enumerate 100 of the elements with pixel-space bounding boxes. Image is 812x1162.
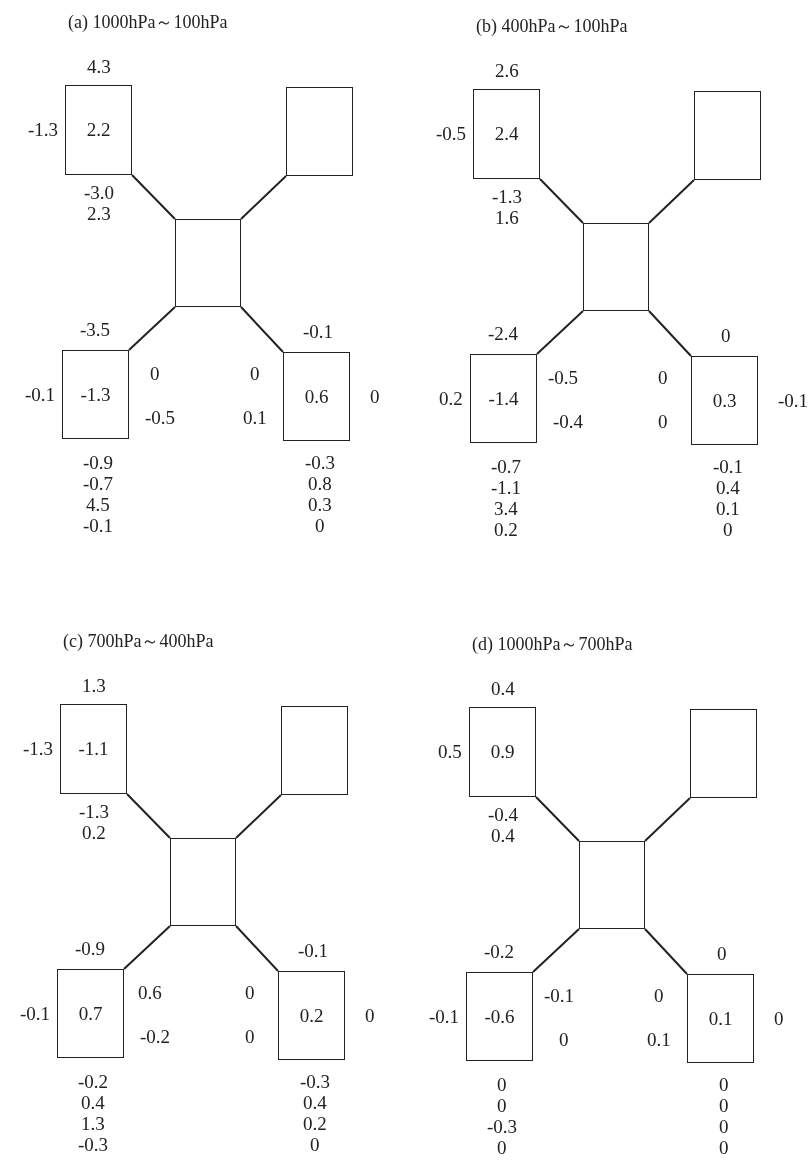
value-label: 0 [245,1027,255,1047]
value-label: -0.1 [713,457,744,477]
value-label: 2.6 [495,61,519,81]
connector-line [644,797,691,842]
value-label: 0 [250,364,260,384]
value-label: 2.3 [87,204,111,224]
connector-line [128,306,176,351]
empty-box [286,87,353,176]
empty-box [175,219,241,307]
value-label: -0.2 [484,942,515,962]
connector-line [648,310,692,357]
value-label: 0 [497,1138,507,1158]
value-label: -0.1 [544,986,575,1006]
box-value: 0.3 [712,389,737,412]
connector-line [539,178,584,224]
value-label: -0.5 [436,124,467,144]
value-label: -0.1 [83,516,114,536]
value-box [60,704,127,794]
value-box [278,971,345,1060]
value-label: -0.7 [491,457,522,477]
value-label: -0.1 [303,322,334,342]
value-box [687,974,754,1063]
value-label: -1.3 [28,120,59,140]
value-label: -0.1 [25,385,56,405]
value-label: 0 [719,1138,729,1158]
value-box [283,352,350,441]
value-label: 0 [497,1096,507,1116]
value-box [691,356,758,445]
value-label: 0 [370,387,380,407]
value-label: -0.1 [20,1004,51,1024]
panel-title: (d) 1000hPa～700hPa [472,633,633,656]
value-label: -2.4 [488,324,519,344]
value-label: 0.2 [303,1114,327,1134]
value-box [469,707,536,797]
box-value: 0.9 [490,741,515,763]
connector-line [235,794,282,839]
empty-box [579,841,645,929]
box-value: -1.3 [80,383,111,406]
value-label: 0 [245,983,255,1003]
value-box [473,89,540,179]
value-label: -0.3 [305,453,336,473]
value-label: -0.9 [75,939,106,959]
value-label: -1.3 [23,739,54,759]
value-label: -0.5 [145,408,176,428]
value-label: 0.1 [647,1030,671,1050]
empty-box [281,706,348,795]
value-label: -0.1 [429,1007,460,1027]
value-label: 0.4 [491,826,515,846]
value-label: 0.4 [81,1093,105,1113]
value-label: -1.1 [491,478,522,498]
connector-line [123,925,171,970]
value-label: 1.6 [495,208,519,228]
box-value: 0.7 [78,1002,103,1025]
value-label: -3.0 [84,183,115,203]
value-label: -1.3 [492,187,523,207]
value-label: 0 [658,368,668,388]
empty-box [583,223,649,311]
value-label: 4.5 [86,495,110,515]
value-label: 0.8 [308,474,332,494]
connector-line [644,928,688,975]
value-label: 0.4 [303,1093,327,1113]
value-box [65,85,132,175]
connector-line [240,306,284,353]
box-value: 2.4 [494,123,519,145]
value-label: -0.3 [78,1135,109,1155]
value-label: 0 [719,1117,729,1137]
value-label: 0.2 [494,520,518,540]
value-label: 0 [150,364,160,384]
value-label: 0.2 [439,389,463,409]
value-label: 3.4 [494,499,518,519]
value-box [62,350,129,439]
value-label: -0.2 [78,1072,109,1092]
value-label: 0 [717,944,727,964]
value-label: 0 [315,516,325,536]
value-label: -0.3 [487,1117,518,1137]
value-label: 0 [654,986,664,1006]
value-label: 0 [497,1075,507,1095]
value-label: 0 [774,1009,784,1029]
value-label: -0.7 [83,474,114,494]
box-value: -1.4 [488,387,519,410]
value-label: -0.3 [300,1072,331,1092]
value-label: -3.5 [80,320,111,340]
empty-box [690,709,757,798]
box-value: -1.1 [78,738,109,760]
connector-line [235,925,279,972]
value-label: 1.3 [81,1114,105,1134]
value-label: 0.6 [138,983,162,1003]
value-label: -0.4 [488,805,519,825]
value-label: 0.4 [491,679,515,699]
box-value: 0.1 [708,1007,733,1030]
value-label: 1.3 [82,676,106,696]
box-value: 0.6 [304,385,329,408]
value-label: 0 [723,520,733,540]
connector-line [126,793,171,839]
value-label: 0 [365,1006,375,1026]
box-value: -0.6 [484,1005,515,1028]
value-label: -0.1 [778,391,809,411]
value-box [57,969,124,1058]
value-box [466,972,533,1061]
value-label: 0.3 [308,495,332,515]
